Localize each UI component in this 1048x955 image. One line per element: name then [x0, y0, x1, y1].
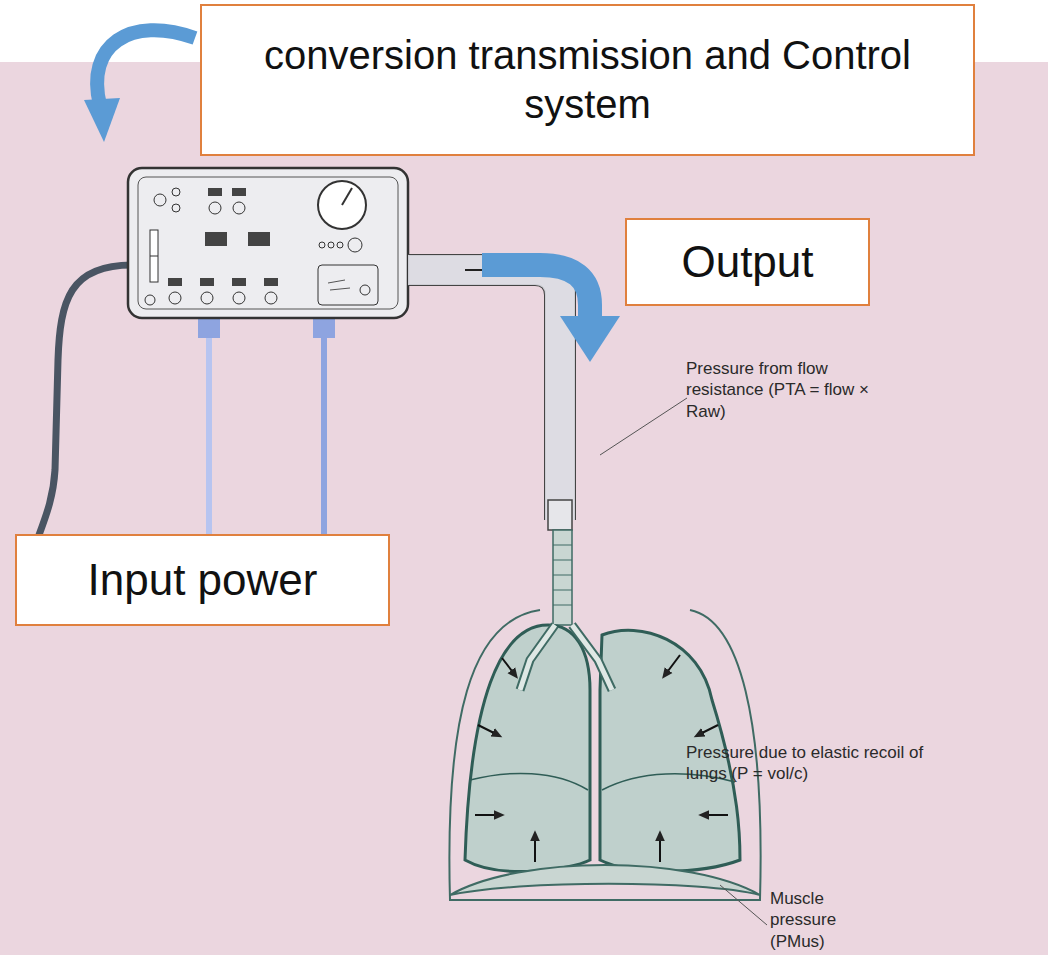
- annotation: Pressure due to elastic recoil of lungs …: [686, 742, 926, 785]
- ventilator: [128, 168, 408, 318]
- box-text: Input power: [88, 553, 318, 607]
- annotation: Pressure from flow resistance (PTA = flo…: [686, 358, 906, 422]
- system-box: conversion transmission and Control syst…: [200, 4, 975, 156]
- output-box: Output: [625, 218, 870, 306]
- box-text: Output: [681, 235, 813, 289]
- input-box: Input power: [15, 534, 390, 626]
- box-text: conversion transmission and Control syst…: [216, 31, 959, 129]
- annotation: Muscle pressure (PMus): [770, 888, 890, 952]
